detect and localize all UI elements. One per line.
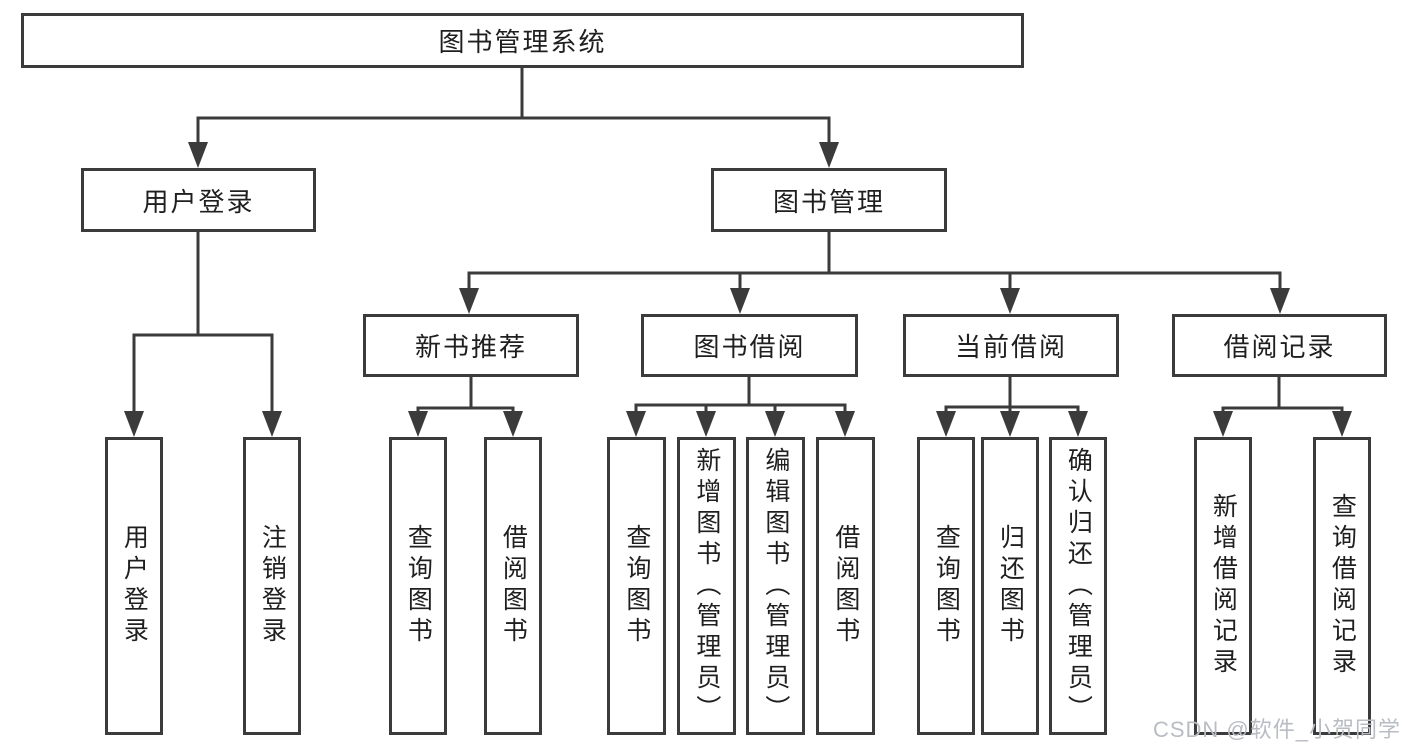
leaf-label: 归还图书 [996, 524, 1025, 648]
node-user-login: 用户登录 [81, 168, 316, 232]
node-root: 图书管理系统 [21, 13, 1024, 68]
leaf-label: 注销登录 [258, 524, 287, 648]
leaf-label: 查询图书 [932, 524, 961, 648]
leaf-add-borrow-record: 新增借阅记录 [1194, 437, 1252, 735]
node-book-borrow: 图书借阅 [641, 314, 858, 377]
leaf-label: 用户登录 [120, 524, 149, 648]
csdn-watermark: CSDN @软件_小贺同学 [1152, 717, 1401, 742]
leaf-label: 新增图书（管理员） [692, 446, 721, 726]
leaf-edit-book-admin: 编辑图书（管理员） [746, 437, 805, 735]
leaf-borrow-book-1: 借阅图书 [484, 437, 542, 735]
node-current-borrow: 当前借阅 [903, 314, 1119, 377]
leaf-label: 借阅图书 [499, 524, 528, 648]
leaf-logout: 注销登录 [243, 437, 301, 735]
leaf-label: 借阅图书 [831, 524, 860, 648]
leaf-label: 编辑图书（管理员） [761, 446, 790, 726]
leaf-label: 确认归还（管理员） [1064, 446, 1093, 726]
leaf-label: 查询图书 [622, 524, 651, 648]
leaf-query-book-3: 查询图书 [917, 437, 975, 735]
leaf-return-book: 归还图书 [981, 437, 1039, 735]
node-borrow-record: 借阅记录 [1172, 314, 1387, 377]
leaf-label: 新增借阅记录 [1209, 493, 1238, 679]
leaf-label: 查询借阅记录 [1328, 493, 1357, 679]
leaf-user-login: 用户登录 [105, 437, 163, 735]
leaf-add-book-admin: 新增图书（管理员） [677, 437, 736, 735]
leaf-query-book-1: 查询图书 [389, 437, 447, 735]
leaf-label: 查询图书 [404, 524, 433, 648]
leaf-confirm-return-admin: 确认归还（管理员） [1049, 437, 1107, 735]
leaf-query-borrow-record: 查询借阅记录 [1313, 437, 1371, 735]
node-book-management: 图书管理 [711, 168, 947, 232]
arrow-down-icons [124, 142, 1352, 437]
leaf-borrow-book-2: 借阅图书 [816, 437, 875, 735]
leaf-query-book-2: 查询图书 [607, 437, 666, 735]
node-new-book-recommend: 新书推荐 [363, 314, 579, 377]
